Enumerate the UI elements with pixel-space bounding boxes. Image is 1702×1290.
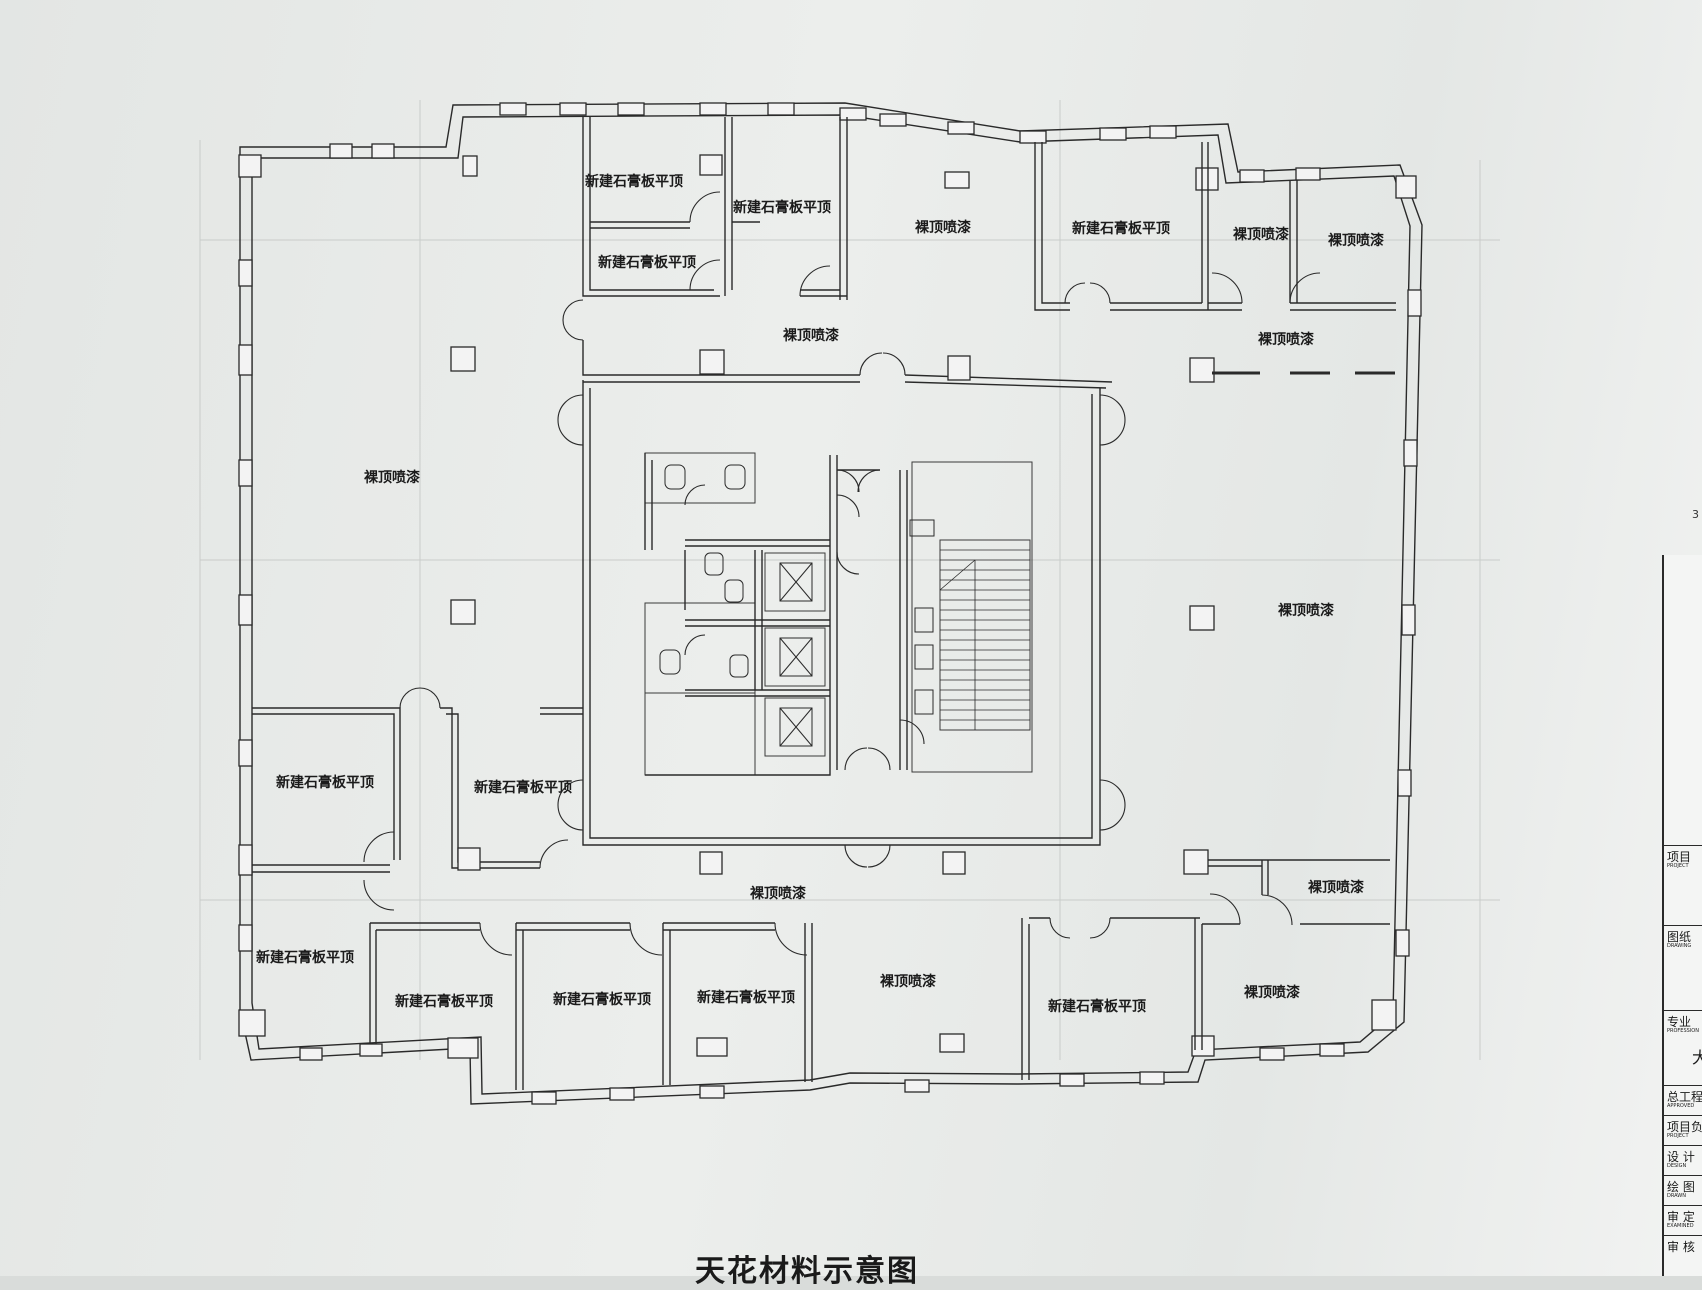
room-label: 裸顶喷漆 [1308,879,1364,896]
title-block-label: 项目负 [1667,1120,1702,1134]
title-block-row: 大 [1664,1040,1702,1085]
sheet-edge-number: 3 [1692,508,1699,521]
title-block-row: 审 核 [1664,1235,1702,1277]
title-block-label: 审 定 [1667,1210,1695,1224]
background-grid [199,100,1500,1060]
room-label: 新建石膏板平顶 [1048,998,1146,1015]
room-label: 新建石膏板平顶 [598,254,696,271]
title-block-row: 设 计 DESIGN [1664,1145,1702,1176]
title-block-label: 绘 图 [1667,1180,1695,1194]
title-block-label: 大 [1692,1048,1702,1067]
room-label: 新建石膏板平顶 [553,991,651,1008]
title-block-label: 图纸 [1667,930,1692,944]
title-block-sublabel: DRAWING [1667,943,1692,949]
interior-walls [252,117,1396,1090]
room-label: 裸顶喷漆 [1233,226,1289,243]
title-block-row: 总工程 APPROVED [1664,1085,1702,1116]
exterior-wall [239,102,1423,1105]
room-label: 裸顶喷漆 [1258,331,1314,348]
room-label: 新建石膏板平顶 [733,199,831,216]
room-label: 新建石膏板平顶 [395,993,493,1010]
title-block-sublabel: EXAMINED [1667,1223,1694,1229]
perimeter-piers [238,102,1422,1105]
title-block: 项目 PROJECT 图纸 DRAWING 专业 PROFESSION 大 总工… [1662,555,1702,1276]
room-labels: 新建石膏板平顶 新建石膏板平顶 新建石膏板平顶 裸顶喷漆 新建石膏板平顶 裸顶喷… [256,173,1384,1015]
room-label: 裸顶喷漆 [783,327,839,344]
room-label: 新建石膏板平顶 [256,949,354,966]
doors [363,191,1321,956]
title-block-label: 总工程 [1667,1090,1702,1104]
title-block-row: 项目 PROJECT [1664,845,1702,901]
title-block-row: 项目负 PROJECT [1664,1115,1702,1146]
title-block-sublabel: PROJECT [1667,863,1689,869]
pillars [450,154,1215,1057]
room-label: 裸顶喷漆 [750,885,806,902]
title-block-row: 专业 PROFESSION [1664,1010,1702,1041]
room-label: 裸顶喷漆 [1244,984,1300,1001]
title-block-sublabel: DRAWN [1667,1193,1686,1199]
drawing-title: 天花材料示意图 [695,1254,919,1289]
title-block-sublabel: PROJECT [1667,1133,1689,1139]
room-label: 新建石膏板平顶 [1072,220,1170,237]
room-label: 新建石膏板平顶 [276,774,374,791]
room-label: 裸顶喷漆 [364,469,420,486]
title-block-sublabel: APPROVED [1667,1103,1695,1109]
title-block-label: 审 核 [1667,1240,1695,1254]
title-block-row: 绘 图 DRAWN [1664,1175,1702,1206]
title-block-label: 项目 [1667,850,1692,864]
room-label: 裸顶喷漆 [915,219,971,236]
room-label: 裸顶喷漆 [880,973,936,990]
room-label: 裸顶喷漆 [1278,602,1334,619]
room-label: 裸顶喷漆 [1328,232,1384,249]
room-label: 新建石膏板平顶 [585,173,683,190]
room-label: 新建石膏板平顶 [697,989,795,1006]
title-block-label: 设 计 [1667,1150,1695,1164]
title-block-row: 审 定 EXAMINED [1664,1205,1702,1236]
room-label: 新建石膏板平顶 [474,779,572,796]
title-block-row: 图纸 DRAWING [1664,925,1702,981]
title-block-sublabel: PROFESSION [1667,1028,1699,1034]
title-block-label: 专业 [1667,1015,1692,1029]
building-core [644,452,1033,776]
title-block-sublabel: DESIGN [1667,1163,1687,1169]
